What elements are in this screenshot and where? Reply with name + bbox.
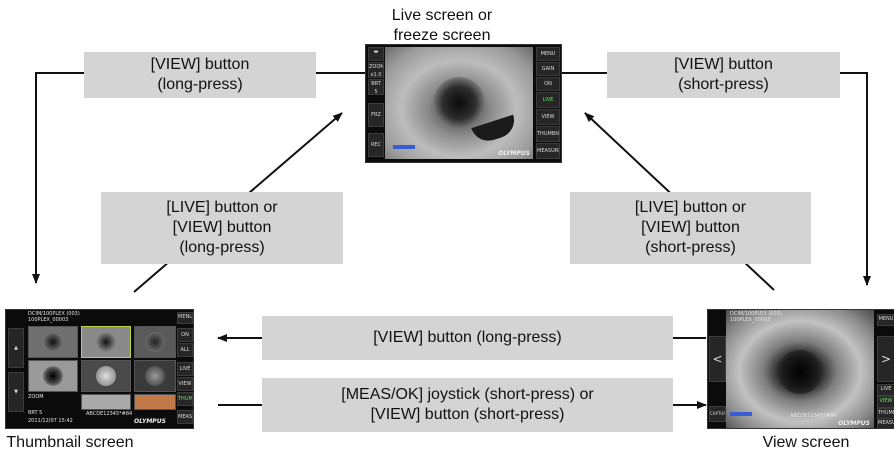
box-line: [VIEW] button bbox=[150, 56, 250, 73]
view-screen-title: View screen bbox=[762, 434, 850, 451]
scroll-up-button: ▲ bbox=[8, 328, 24, 368]
next-image-button: > bbox=[877, 336, 894, 382]
box-line: (short-press) bbox=[678, 76, 769, 93]
thumbnail-item bbox=[81, 360, 131, 392]
box-line: [MEAS/OK] joystick (short-press) or bbox=[341, 386, 594, 403]
measure-button: MEASURE bbox=[536, 143, 560, 159]
gain-button: GAIN bbox=[536, 62, 560, 76]
record-button: REC bbox=[368, 133, 384, 157]
folder-path: DCIM/100PLEX (003) bbox=[28, 311, 80, 317]
live-button: LIVE bbox=[877, 384, 894, 396]
folder-icon: ▬ bbox=[368, 47, 384, 61]
menu-button: MENU bbox=[536, 47, 560, 61]
box-line: [VIEW] button bbox=[172, 219, 272, 236]
thumbnail-item bbox=[81, 394, 131, 410]
thumbnail-item bbox=[28, 360, 78, 392]
live-screen-title-line1: Live screen or bbox=[391, 7, 493, 24]
date-time: 2011/12/07 15:42 bbox=[28, 418, 73, 424]
file-name: 100PLEX_00003 bbox=[28, 317, 69, 323]
box-line: (short-press) bbox=[645, 239, 736, 256]
thumbnail-item bbox=[134, 326, 176, 358]
brand-logo: OLYMPUS bbox=[838, 420, 870, 427]
select-all-button: ALL bbox=[177, 343, 193, 357]
thumbnail-item bbox=[134, 360, 176, 392]
box-line: (long-press) bbox=[157, 76, 243, 93]
thumbnail-screen-image: DCIM/100PLEX (003) 100PLEX_00003 ▲ ▼ ZOO… bbox=[5, 309, 194, 429]
light-on-button: ON bbox=[536, 77, 560, 91]
measure-button: MEASURE bbox=[177, 410, 193, 424]
camera-view: OLYMPUS bbox=[385, 47, 533, 159]
box-view-long-press-top: [VIEW] button (long-press) bbox=[84, 52, 316, 98]
thumbnail-item bbox=[134, 394, 176, 410]
view-screen-image: DCIM/100PLEX (003) 100PLEX_00003 ABCDE12… bbox=[707, 309, 894, 429]
thumbnail-screen-title: Thumbnail screen bbox=[6, 434, 134, 451]
view-button: VIEW bbox=[877, 396, 894, 408]
device-code: ABCDE12345*#84 bbox=[790, 413, 837, 419]
live-screen-image: ▬ ZOOM x1.0 BRT 5 FRZ REC OLYMPUS MENU G… bbox=[365, 44, 562, 163]
box-line: [LIVE] button or bbox=[634, 199, 747, 216]
file-name: 100PLEX_00003 bbox=[730, 317, 771, 323]
device-code: ABCDE12345*#84 bbox=[86, 411, 133, 417]
measure-button: MEASURE bbox=[877, 418, 894, 428]
box-view-short-press-top: [VIEW] button (short-press) bbox=[607, 52, 840, 98]
view-button: VIEW bbox=[177, 377, 193, 391]
box-line: [VIEW] button (short-press) bbox=[370, 406, 565, 423]
thumbnail-item-selected bbox=[81, 326, 131, 358]
box-line: [LIVE] button or bbox=[166, 199, 278, 216]
previous-image-button: < bbox=[709, 336, 726, 382]
box-line: [VIEW] button (long-press) bbox=[373, 329, 562, 346]
select-on-button: ON bbox=[177, 328, 193, 342]
thumbnail-item bbox=[28, 326, 78, 358]
brightness-label: BRT 5 bbox=[28, 410, 43, 416]
brand-logo: OLYMPUS bbox=[498, 150, 530, 157]
zoom-button: ZOOM x1.0 bbox=[368, 62, 384, 78]
live-button: LIVE bbox=[536, 92, 560, 108]
view-button: VIEW bbox=[536, 109, 560, 125]
menu-button: MENU bbox=[177, 312, 193, 324]
menu-button: MENU bbox=[877, 314, 894, 326]
capture-button: CAPTURE bbox=[709, 406, 726, 422]
live-button: LIVE bbox=[177, 362, 193, 376]
box-view-long-press-bottom: [VIEW] button (long-press) bbox=[262, 316, 673, 360]
box-line: [VIEW] button bbox=[674, 56, 773, 73]
box-meas-ok-or-view-short-press: [MEAS/OK] joystick (short-press) or [VIE… bbox=[262, 378, 673, 432]
folder-path: DCIM/100PLEX (003) bbox=[730, 311, 782, 317]
scroll-down-button: ▼ bbox=[8, 372, 24, 412]
freeze-button: FRZ bbox=[368, 103, 384, 127]
brand-logo: OLYMPUS bbox=[134, 418, 166, 425]
thumbnail-button: THUMBNAIL bbox=[536, 126, 560, 142]
camera-view: DCIM/100PLEX (003) 100PLEX_00003 ABCDE12… bbox=[726, 310, 874, 428]
thumbnail-button: THUMBNAIL bbox=[177, 392, 193, 406]
box-live-or-view-short-press: [LIVE] button or [VIEW] button (short-pr… bbox=[570, 192, 811, 264]
box-line: (long-press) bbox=[179, 239, 265, 256]
live-screen-title: Live screen or freeze screen bbox=[372, 6, 512, 46]
brightness-button: BRT 5 bbox=[368, 79, 384, 95]
live-screen-title-line2: freeze screen bbox=[393, 27, 491, 44]
box-live-or-view-long-press: [LIVE] button or [VIEW] button (long-pre… bbox=[101, 192, 343, 264]
box-line: [VIEW] button bbox=[641, 219, 740, 236]
zoom-label: ZOOM bbox=[28, 394, 44, 400]
